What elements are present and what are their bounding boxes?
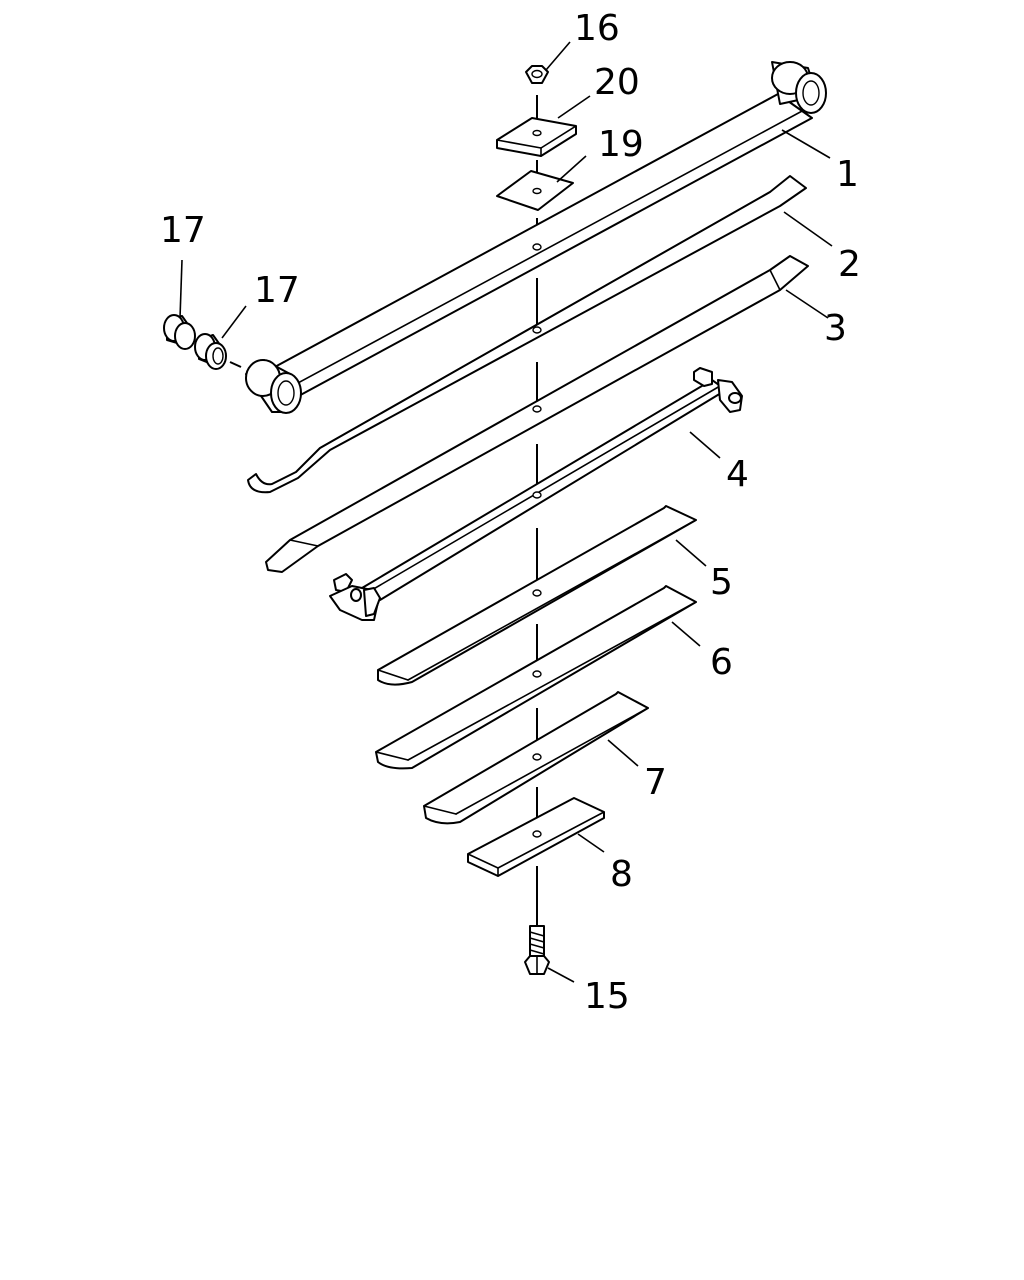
leaf-part-2 [247,175,807,494]
callout-19: 19 [598,124,644,165]
nut-part-16 [525,65,549,84]
bushing-part-17-left [163,314,196,350]
callout-3: 3 [824,308,847,349]
callout-17-left: 17 [160,210,206,251]
bushing-part-17-right [194,333,242,370]
callout-4: 4 [726,454,749,495]
plate-part-20 [496,117,577,157]
callout-2: 2 [838,244,861,285]
main-leaf-part-1 [245,61,827,414]
callout-20: 20 [594,62,640,103]
callout-labels: 16 20 19 1 2 3 4 5 6 7 8 15 17 17 [160,8,861,1017]
leader-lines [179,41,833,983]
leaf-part-4 [329,367,743,621]
callout-16: 16 [574,8,620,49]
leaf-part-7 [423,691,649,825]
callout-8: 8 [610,854,633,895]
callout-17-right: 17 [254,270,300,311]
leaf-part-5 [377,505,697,686]
leaf-part-6 [375,585,697,770]
callout-15: 15 [584,976,630,1017]
pad-part-8 [467,797,605,877]
callout-5: 5 [710,562,733,603]
bolt-part-15 [524,925,550,975]
shim-part-19 [496,170,574,211]
callout-6: 6 [710,642,733,683]
leaf-part-3 [265,255,809,573]
callout-1: 1 [836,154,859,195]
callout-7: 7 [644,762,667,803]
